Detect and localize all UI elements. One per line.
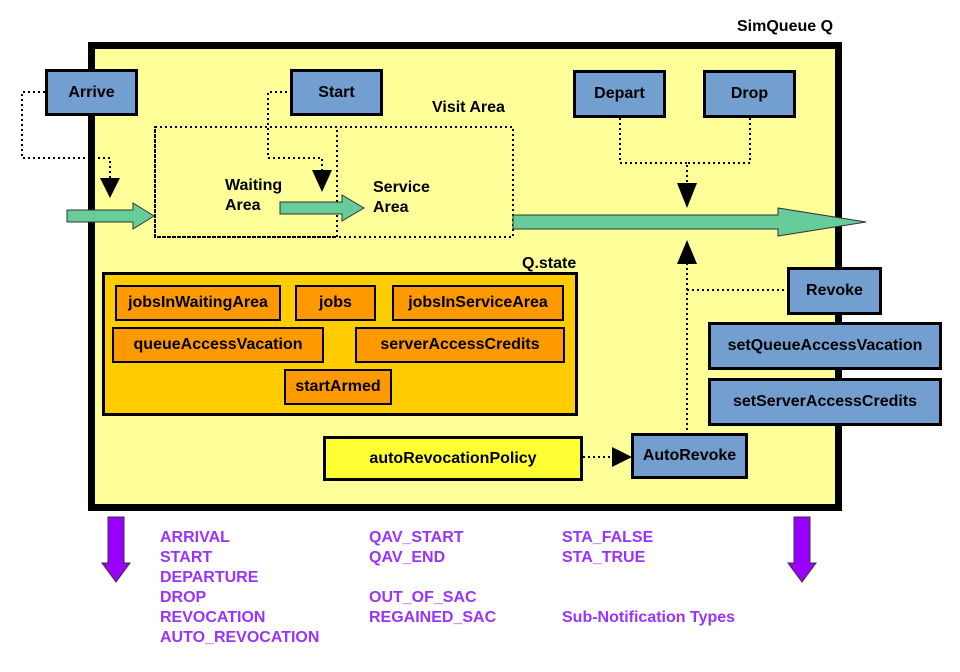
state-field-start-armed: startArmed — [284, 369, 392, 405]
start-arrowhead — [312, 170, 332, 192]
notification-column-2: QAV_START QAV_END OUT_OF_SAC REGAINED_SA… — [369, 528, 496, 628]
notification-arrival: ARRIVAL — [160, 529, 230, 546]
set-queue-access-vacation-button[interactable]: setQueueAccessVacation — [708, 322, 942, 370]
state-field-queue-access-vacation: queueAccessVacation — [112, 327, 324, 363]
notification-drop: DROP — [160, 589, 207, 606]
notification-column-3: STA_FALSE STA_TRUE Sub-Notification Type… — [562, 528, 735, 628]
inflow-arrow — [66, 202, 155, 230]
arrive-connector — [21, 91, 111, 180]
arrive-button[interactable]: Arrive — [45, 69, 138, 116]
state-title: Q.state — [522, 255, 577, 272]
depart-button[interactable]: Depart — [573, 70, 666, 118]
auto-revoke-button[interactable]: AutoRevoke — [631, 433, 748, 479]
notification-regained-sac: REGAINED_SAC — [369, 609, 497, 626]
frame-title: SimQueue Q — [737, 18, 834, 35]
notification-column-1: ARRIVAL START DEPARTURE DROP REVOCATION … — [160, 528, 319, 648]
start-button[interactable]: Start — [290, 69, 383, 116]
state-field-jobs: jobs — [295, 285, 376, 321]
depart-drop-arrowhead — [677, 183, 697, 208]
auto-revocation-policy: autoRevocationPolicy — [323, 436, 583, 481]
notification-arrow-right — [787, 516, 817, 583]
visit-area-region — [154, 126, 514, 238]
service-area-label: Service Area — [373, 179, 430, 216]
notification-qav-start: QAV_START — [369, 529, 464, 546]
notification-arrow-left — [101, 516, 131, 583]
set-server-access-credits-button[interactable]: setServerAccessCredits — [708, 378, 942, 426]
waiting-area-region — [154, 126, 338, 238]
visit-area-label: Visit Area — [432, 99, 505, 116]
notification-sta-true: STA_TRUE — [562, 549, 646, 566]
notification-qav-end: QAV_END — [369, 549, 446, 566]
notification-start: START — [160, 549, 213, 566]
outflow-arrow — [512, 207, 867, 237]
state-field-server-access-credits: serverAccessCredits — [355, 327, 565, 363]
revoke-arrowhead — [677, 240, 697, 264]
notification-departure: DEPARTURE — [160, 569, 259, 586]
notification-revocation: REVOCATION — [160, 609, 266, 626]
notification-spacer — [562, 568, 735, 588]
start-connector — [267, 91, 323, 172]
revoke-button[interactable]: Revoke — [787, 267, 882, 315]
notification-auto-revocation: AUTO_REVOCATION — [160, 629, 320, 646]
notification-out-of-sac: OUT_OF_SAC — [369, 589, 477, 606]
arrive-arrowhead — [100, 178, 120, 198]
waiting-to-service-arrow — [279, 194, 365, 222]
state-field-jobs-in-waiting-area: jobsInWaitingArea — [115, 285, 281, 321]
state-field-jobs-in-service-area: jobsInServiceArea — [392, 285, 564, 321]
drop-connector — [686, 118, 751, 185]
notification-spacer — [562, 588, 735, 608]
policy-arrowhead — [612, 447, 632, 467]
notification-spacer — [369, 568, 496, 588]
sub-notification-types-label: Sub-Notification Types — [562, 609, 736, 626]
depart-connector — [619, 118, 687, 164]
drop-button[interactable]: Drop — [703, 70, 796, 118]
notification-sta-false: STA_FALSE — [562, 529, 654, 546]
waiting-area-label: Waiting Area — [225, 177, 283, 214]
